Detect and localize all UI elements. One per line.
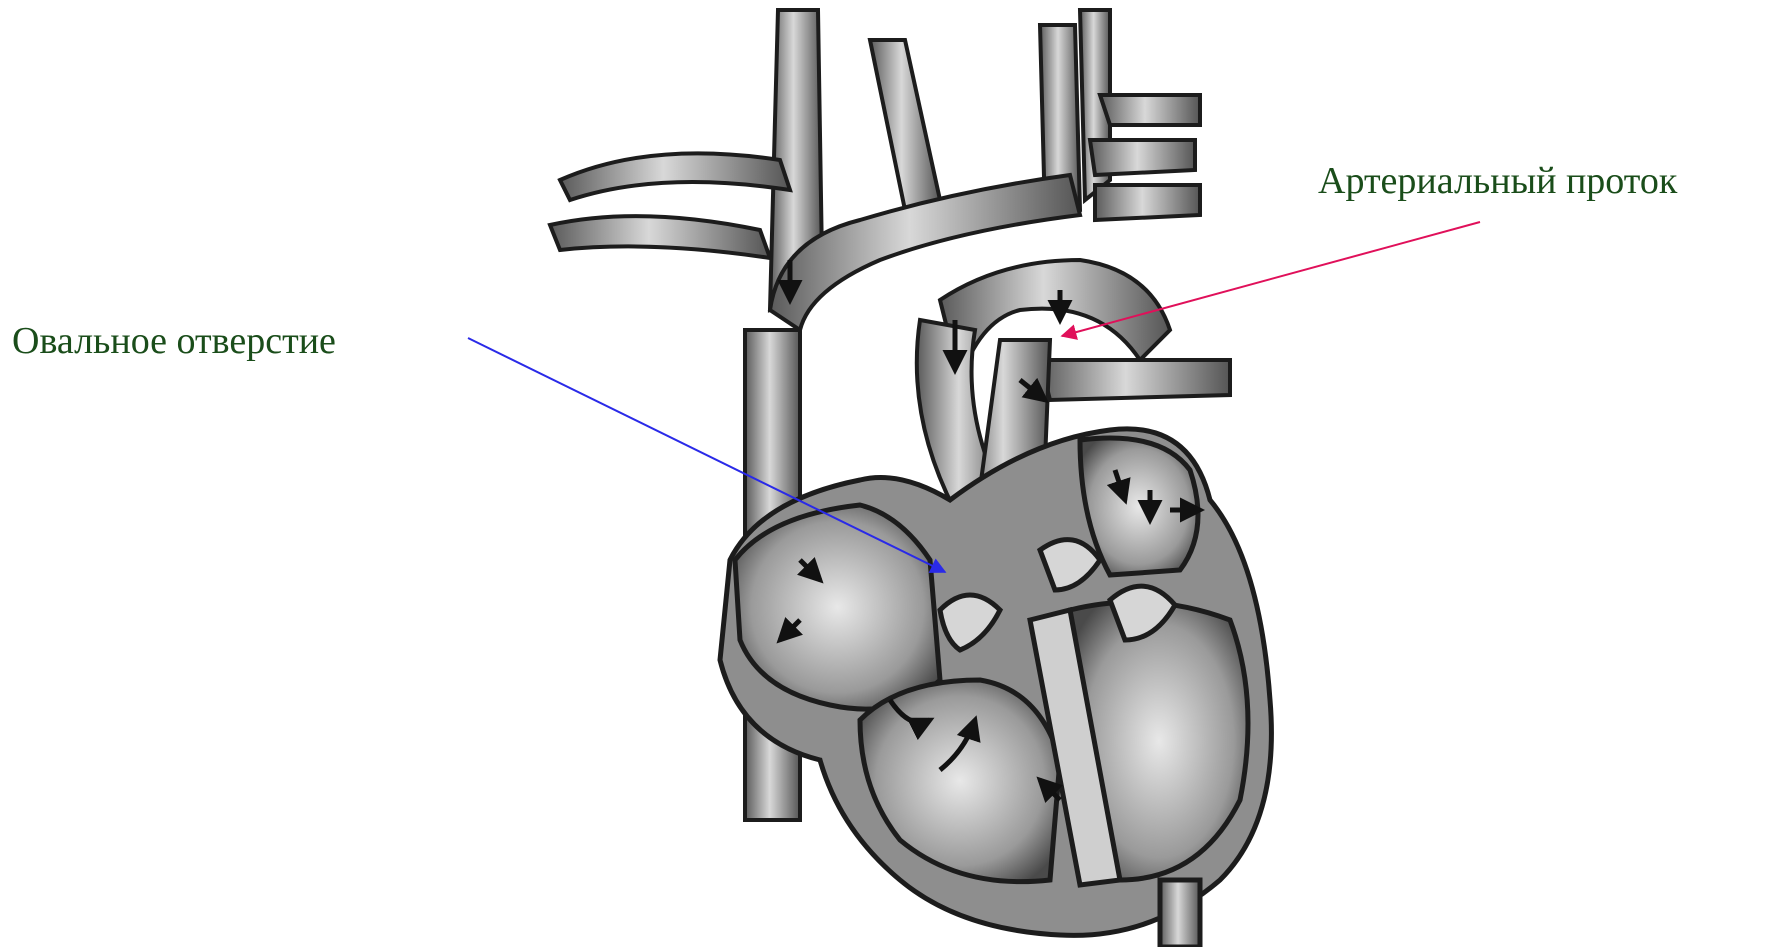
- left-branch-lower: [550, 216, 770, 258]
- brachiocephalic-vessel: [870, 40, 940, 210]
- inferior-vena-cava: [1160, 880, 1200, 947]
- right-atrium: [735, 505, 940, 709]
- right-branch-upper: [1100, 95, 1200, 125]
- foramen-ovale-label: Овальное отверстие: [12, 322, 336, 360]
- left-branch-upper: [560, 153, 790, 200]
- heart-body: [720, 429, 1271, 947]
- ductus-arteriosus-label: Артериальный проток: [1318, 162, 1677, 200]
- pulmonary-branch: [1040, 360, 1230, 400]
- right-branch-middle: [1090, 140, 1195, 175]
- right-branch-lower: [1095, 185, 1200, 220]
- foramen-ovale-pointer: [468, 338, 945, 572]
